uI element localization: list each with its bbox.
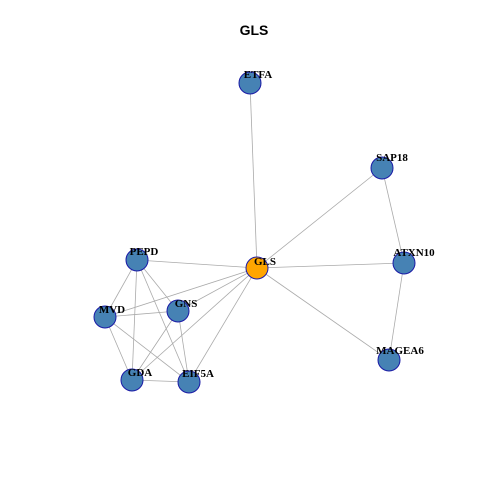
edge-gls-etfa <box>249 82 258 269</box>
edge-gls-mvd <box>104 267 258 318</box>
diagram-title: GLS <box>240 22 269 38</box>
node-eif5a: EIF5A <box>177 368 214 394</box>
node-etfa: ETFA <box>238 69 273 95</box>
node-circle <box>120 368 144 392</box>
edge-gls-atxn10 <box>256 262 405 269</box>
edge-gls-gda <box>131 267 258 381</box>
node-gns: GNS <box>166 298 198 323</box>
node-label: SAP18 <box>376 152 408 164</box>
node-label: EIF5A <box>182 368 214 380</box>
node-label: ATXN10 <box>393 247 435 259</box>
node-circle <box>238 71 262 95</box>
node-gda: GDA <box>120 367 153 392</box>
node-magea6: MAGEA6 <box>376 345 424 372</box>
node-sap18: SAP18 <box>370 152 408 180</box>
edge-gns-eif5a <box>177 310 190 383</box>
node-circle <box>177 370 201 394</box>
edge-sap18-atxn10 <box>381 167 405 264</box>
node-label: ETFA <box>244 69 273 81</box>
edge-mvd-gns <box>104 310 179 318</box>
node-circle <box>245 256 269 280</box>
edge-gns-gda <box>131 310 179 381</box>
node-circle <box>392 251 416 275</box>
edge-gls-gns <box>177 267 258 312</box>
node-atxn10: ATXN10 <box>392 247 435 275</box>
node-label: GLS <box>254 256 276 268</box>
node-label: MVD <box>99 304 125 316</box>
edge-atxn10-magea6 <box>388 262 405 361</box>
edge-pepd-eif5a <box>136 259 190 383</box>
node-label: PEPD <box>130 246 159 258</box>
node-circle <box>166 299 190 323</box>
node-circle <box>377 348 401 372</box>
node-mvd: MVD <box>93 304 125 329</box>
edge-mvd-eif5a <box>104 316 190 383</box>
edge-gls-magea6 <box>256 267 390 361</box>
edge-layer <box>104 82 405 383</box>
edge-gls-sap18 <box>256 167 383 269</box>
node-circle <box>370 156 394 180</box>
node-label: GNS <box>175 298 198 310</box>
edge-gls-eif5a <box>188 267 258 383</box>
node-gls: GLS <box>245 256 276 280</box>
edge-gls-pepd <box>136 259 258 269</box>
node-label: MAGEA6 <box>376 345 424 357</box>
node-circle <box>93 305 117 329</box>
node-circle <box>125 248 149 272</box>
node-label: GDA <box>128 367 153 379</box>
node-pepd: PEPD <box>125 246 159 272</box>
edge-pepd-gda <box>131 259 138 381</box>
